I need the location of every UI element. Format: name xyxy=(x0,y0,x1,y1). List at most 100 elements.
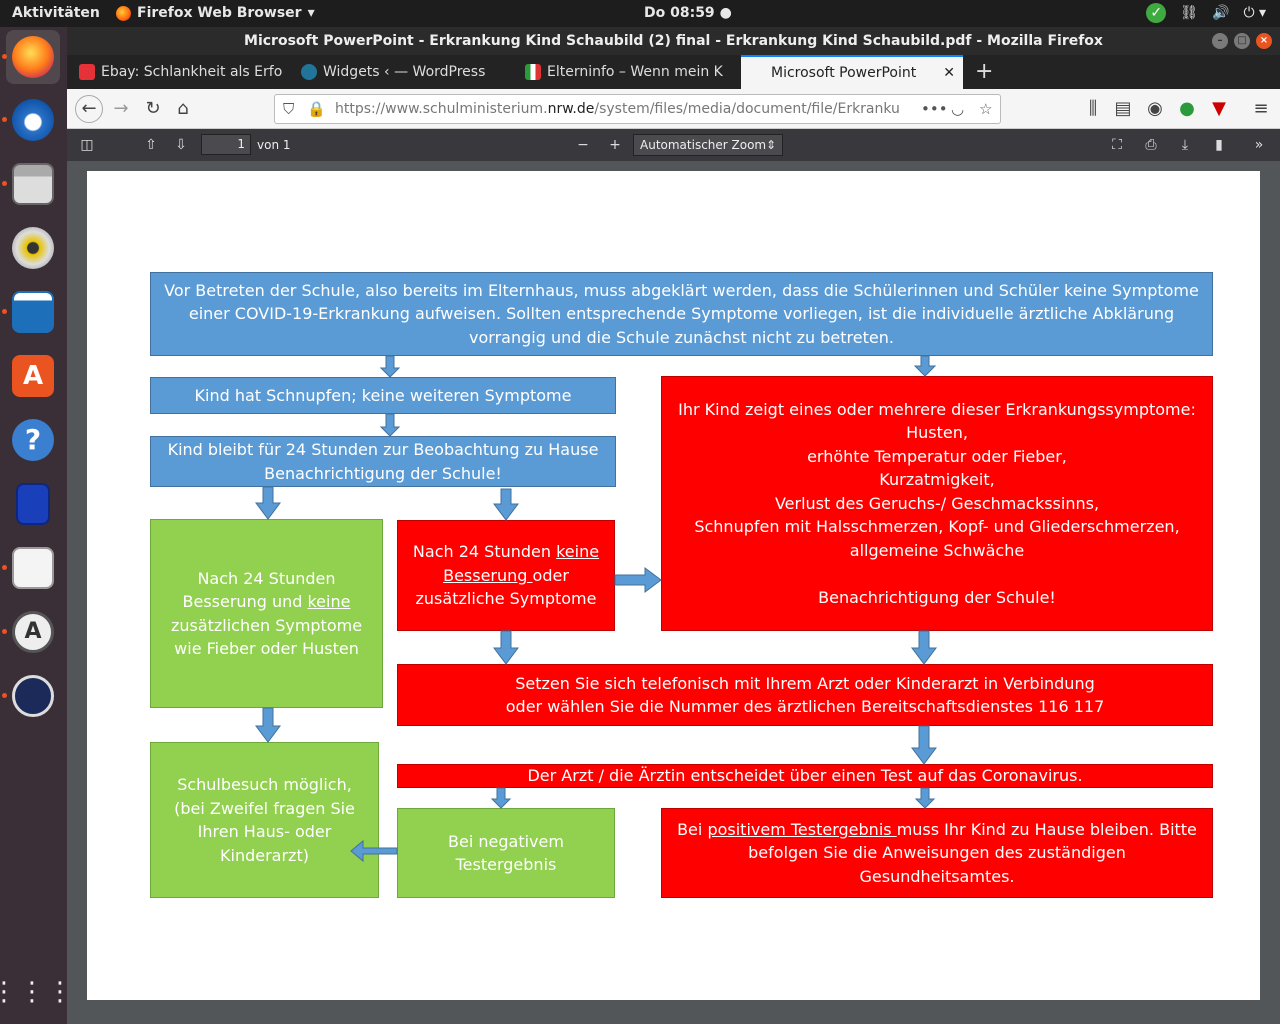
schnupfen-box: Kind hat Schnupfen; keine weiteren Sympt… xyxy=(150,377,616,414)
close-button[interactable]: × xyxy=(1256,33,1272,49)
account-icon[interactable]: ◉ xyxy=(1147,98,1163,119)
show-applications-button[interactable]: ⋮⋮⋮ xyxy=(0,965,73,1019)
besserung-line-1: Nach 24 Stunden xyxy=(197,568,336,588)
print-icon[interactable]: ⎙ xyxy=(1145,137,1157,153)
next-page-icon[interactable]: ⇩ xyxy=(175,137,187,153)
toggle-sidebar-icon[interactable]: ◫ xyxy=(80,137,94,153)
forward-button[interactable]: → xyxy=(113,98,129,119)
test-box: Der Arzt / die Ärztin entscheidet über e… xyxy=(397,764,1213,788)
lock-icon xyxy=(12,675,54,717)
keine-underlined-1: keine xyxy=(556,542,600,562)
extension-green-icon[interactable]: ● xyxy=(1179,98,1195,119)
dock-calculator[interactable] xyxy=(6,477,60,531)
url-domain: nrw.de xyxy=(547,101,595,117)
power-icon[interactable]: ⏻ ▾ xyxy=(1243,5,1266,21)
presentation-mode-icon[interactable]: ⛶ xyxy=(1112,137,1122,153)
app-menu[interactable]: Firefox Web Browser ▾ xyxy=(116,5,315,21)
help-icon: ? xyxy=(12,419,54,461)
dock-libreoffice-writer[interactable] xyxy=(2,285,60,339)
speaker-icon xyxy=(12,227,54,269)
page-actions-icon[interactable]: ••• xyxy=(921,100,948,118)
tab-wordpress[interactable]: Widgets ‹ — WordPress xyxy=(293,55,515,89)
dock-document-viewer[interactable] xyxy=(2,541,60,595)
bookmark-icon[interactable]: ▮ xyxy=(1215,137,1223,153)
firefox-icon xyxy=(12,36,54,78)
url-bar[interactable]: ⛉ 🔒 https://www.schulministerium.nrw.de/… xyxy=(274,94,1001,124)
besserung-line-2a: Besserung und xyxy=(182,592,308,611)
dock-firefox[interactable] xyxy=(2,30,60,84)
beobachtung-box: Kind bleibt für 24 Stunden zur Beobachtu… xyxy=(150,436,616,487)
flow-arrows xyxy=(255,355,937,863)
tab-bar: Ebay: Schlankheit als Erfo Widgets ‹ — W… xyxy=(67,55,1280,89)
home-button[interactable]: ⌂ xyxy=(177,98,189,119)
positiv-text: Bei positivem Testergebnis muss Ihr Kind… xyxy=(672,818,1202,889)
tab-label: Ebay: Schlankheit als Erfo xyxy=(101,64,283,80)
arrow-beobachtung-to-keine xyxy=(493,488,519,521)
zoom-in-icon[interactable]: + xyxy=(609,137,621,153)
dock-software[interactable]: A xyxy=(6,349,60,403)
intro-box: Vor Betreten der Schule, also bereits im… xyxy=(150,272,1213,356)
running-indicator-icon xyxy=(2,181,7,186)
running-indicator-icon xyxy=(2,117,7,122)
reload-button[interactable]: ↻ xyxy=(145,98,161,119)
dock-rhythmbox[interactable] xyxy=(6,221,60,275)
url-text[interactable]: https://www.schulministerium.nrw.de/syst… xyxy=(335,101,915,117)
ebay-favicon-icon xyxy=(79,64,95,80)
extension-off-icon[interactable]: ▼ xyxy=(1212,98,1226,119)
ubuntu-dock: A ? A ⋮⋮⋮ xyxy=(0,27,73,1024)
pocket-icon[interactable]: ◡ xyxy=(951,100,965,118)
tab-ebay[interactable]: Ebay: Schlankheit als Erfo xyxy=(71,55,291,89)
back-button[interactable]: ← xyxy=(75,95,103,123)
dock-software-updater[interactable]: A xyxy=(2,605,60,659)
download-icon[interactable]: ⤓ xyxy=(1181,137,1189,153)
dock-vpn[interactable] xyxy=(2,669,60,723)
wordpress-favicon-icon xyxy=(301,64,317,80)
arzt-box: Setzen Sie sich telefonisch mit Ihrem Ar… xyxy=(397,664,1213,726)
besserung-underlined: keine xyxy=(307,592,351,611)
more-tools-icon[interactable]: » xyxy=(1254,137,1264,153)
zoom-select[interactable]: Automatischer Zoom⇕ xyxy=(633,134,783,156)
new-tab-button[interactable]: + xyxy=(975,59,994,84)
library-icon[interactable]: ⫼ xyxy=(1088,98,1098,119)
notification-dot-icon: ● xyxy=(719,5,732,21)
pdf-toolbar: ◫ ⇧ ⇩ 1 von 1 − + Automatischer Zoom⇕ ⛶ … xyxy=(67,129,1280,161)
tab-label: Elterninfo – Wenn mein K xyxy=(547,64,723,80)
minimize-button[interactable]: – xyxy=(1212,33,1228,49)
tracking-shield-icon[interactable]: ⛉ xyxy=(283,100,295,118)
positiv-line-1c: muss Ihr Kind zu Hause bleiben. Bitte xyxy=(896,819,1197,839)
activities-button[interactable]: Aktivitäten xyxy=(12,5,100,21)
clock[interactable]: Do 08:59 ● xyxy=(644,5,732,21)
tab-elterninfo[interactable]: Elterninfo – Wenn mein K xyxy=(517,55,739,89)
lock-icon[interactable]: 🔒 xyxy=(307,100,326,118)
tab-powerpoint-pdf[interactable]: Microsoft PowerPoint - E ✕ xyxy=(741,55,963,89)
update-check-icon[interactable]: ✓ xyxy=(1146,3,1167,23)
firefox-icon xyxy=(116,5,131,21)
dock-files[interactable] xyxy=(2,157,60,211)
grid-icon: ⋮⋮⋮ xyxy=(0,977,75,1007)
previous-page-icon[interactable]: ⇧ xyxy=(145,137,157,153)
caret-down-icon: ▾ xyxy=(307,5,315,21)
app-menu-label: Firefox Web Browser xyxy=(137,5,302,21)
hamburger-menu-icon[interactable]: ≡ xyxy=(1253,98,1269,119)
network-icon[interactable]: ⛓ xyxy=(1180,5,1198,21)
pdf-viewer[interactable]: Vor Betreten der Schule, also bereits im… xyxy=(67,161,1280,1024)
positiv-underlined: positivem Testergebnis xyxy=(707,819,897,839)
arrow-negativ-to-schulbesuch xyxy=(350,839,398,863)
dock-help[interactable]: ? xyxy=(6,413,60,467)
zoom-out-icon[interactable]: − xyxy=(577,137,589,153)
dock-thunderbird[interactable] xyxy=(2,93,60,147)
running-indicator-icon xyxy=(2,54,7,59)
page-number-input[interactable]: 1 xyxy=(201,134,251,155)
symptome-box: Ihr Kind zeigt eines oder mehrere dieser… xyxy=(661,376,1213,631)
volume-icon[interactable]: 🔊 xyxy=(1212,5,1230,21)
nrw-favicon-icon xyxy=(525,64,541,80)
maximize-button[interactable]: □ xyxy=(1234,33,1250,49)
arrow-test-to-negativ xyxy=(490,787,512,809)
tab-label: Microsoft PowerPoint - E xyxy=(771,65,921,81)
arrow-test-to-positiv xyxy=(914,787,936,809)
close-tab-icon[interactable]: ✕ xyxy=(943,65,955,81)
sidebar-icon[interactable]: ▤ xyxy=(1114,98,1132,119)
bookmark-star-icon[interactable]: ☆ xyxy=(979,100,993,118)
